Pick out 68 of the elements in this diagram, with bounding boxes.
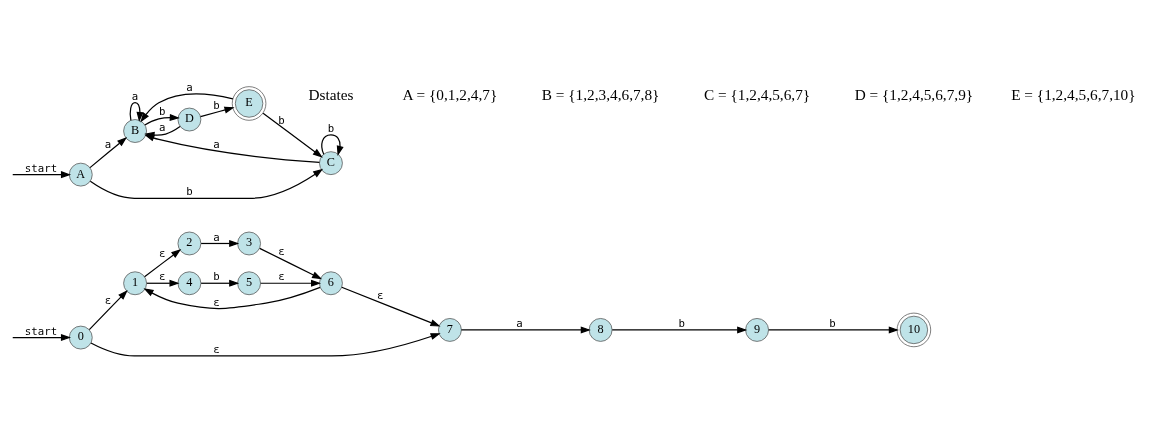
edge-label: b	[829, 316, 836, 330]
arrow	[262, 112, 323, 158]
edge-label: start	[24, 324, 58, 338]
edge-label: ε	[278, 244, 285, 258]
label: E = {1,2,4,5,6,7,10}	[1011, 85, 1136, 103]
arrow	[143, 286, 321, 309]
label: Dstates	[308, 85, 354, 103]
node-circle: B	[123, 118, 147, 143]
arrow	[12, 170, 72, 178]
label: C = {1,2,4,5,6,7}	[703, 85, 811, 103]
edge-label: b	[278, 113, 285, 127]
arrow	[260, 279, 322, 287]
edge-label: a	[186, 80, 193, 94]
arrow	[259, 247, 323, 279]
edge-label: b	[213, 98, 220, 112]
edge-label: a	[213, 137, 220, 151]
arrow	[341, 286, 441, 326]
edge-label: b	[327, 121, 335, 135]
arrow	[768, 325, 899, 333]
edge-label: a	[159, 120, 166, 134]
node-circle: A	[68, 162, 93, 186]
arrow	[140, 92, 234, 123]
arrow	[611, 325, 748, 333]
edge-label: start	[24, 161, 58, 175]
edge-label: a	[131, 89, 139, 103]
arrow	[88, 289, 128, 330]
edge-label: b	[213, 269, 220, 283]
node-circle: 3	[237, 231, 261, 255]
node-circle: 0	[68, 325, 93, 349]
arrow	[199, 106, 235, 117]
node-circle: 6	[319, 270, 343, 295]
edge-label: ε	[104, 293, 112, 307]
edge-label: ε	[159, 246, 166, 260]
arrow	[146, 279, 180, 287]
arrow	[144, 113, 180, 126]
arrow	[90, 332, 441, 357]
edge-label: b	[186, 184, 193, 198]
node-circle: 7	[438, 317, 462, 342]
node-circle: C	[319, 150, 343, 175]
node-circle: 8	[588, 317, 613, 342]
arrow	[460, 325, 591, 333]
arrow	[200, 239, 240, 247]
arrow	[12, 333, 72, 341]
label: B = {1,2,3,4,6,7,8}	[541, 85, 660, 103]
edge-label: ε	[159, 269, 166, 283]
arrow	[89, 168, 324, 199]
label: D = {1,2,4,5,6,7,9}	[854, 85, 974, 103]
node-circle: D	[177, 107, 202, 131]
arrow	[129, 101, 144, 122]
edge-label: ε	[377, 288, 384, 302]
edge-label: ε	[213, 295, 220, 309]
arrow	[143, 248, 182, 277]
node-circle: 2	[177, 231, 202, 255]
edge-label: ε	[213, 342, 220, 356]
label: A = {0,1,2,4,7}	[402, 85, 498, 103]
arrow	[200, 279, 240, 287]
node-circle: 9	[745, 317, 769, 342]
edge-label: a	[104, 137, 112, 151]
edge-label: b	[678, 316, 685, 330]
arrow	[89, 136, 128, 168]
node-circle: 1	[123, 270, 147, 295]
edge-label: a	[213, 230, 220, 244]
edge-label: a	[516, 316, 523, 330]
edge-label: ε	[278, 269, 285, 283]
node-circle: 5	[237, 270, 261, 295]
node-circle: 4	[177, 270, 202, 295]
edge-label: b	[159, 104, 166, 118]
arrow	[321, 133, 344, 156]
